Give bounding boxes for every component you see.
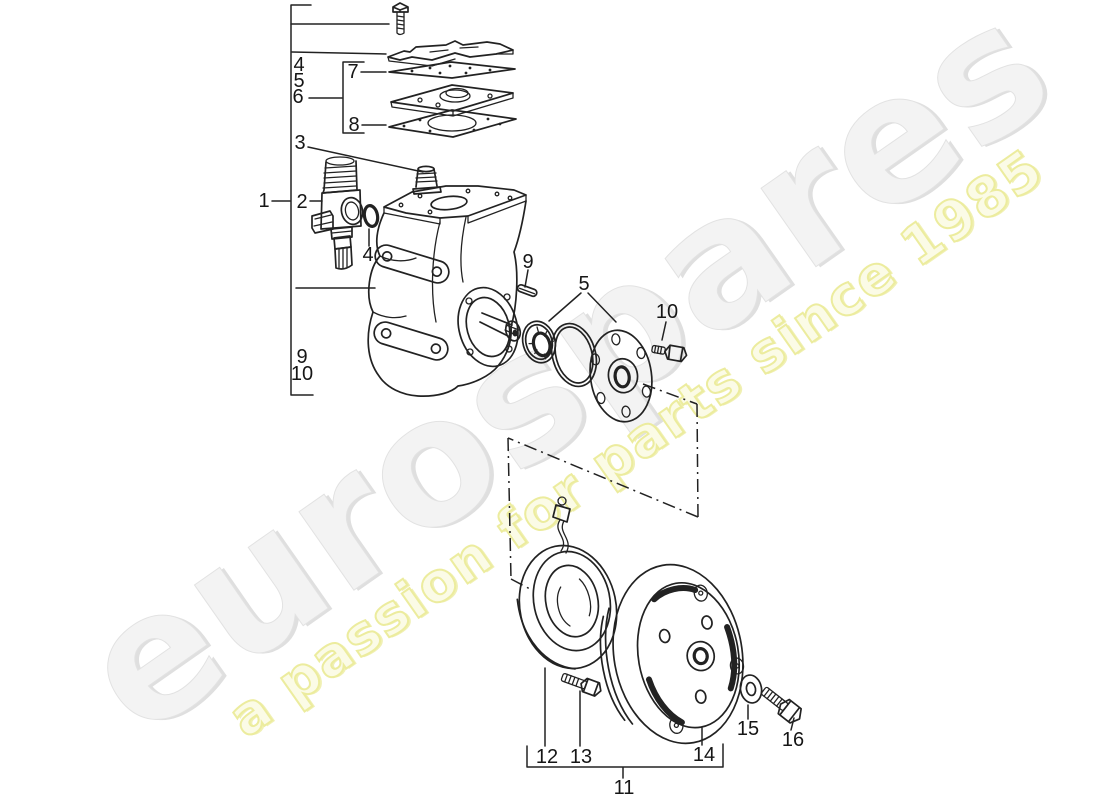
clutch-coil-drawing <box>516 496 618 670</box>
hub-bolt-drawing <box>651 344 688 363</box>
coil-bolt-drawing <box>560 672 602 697</box>
callout-8: 8 <box>348 114 360 136</box>
gasket-group-bracket <box>342 61 387 134</box>
callout-3: 3 <box>294 132 306 154</box>
head-bolt-drawing <box>392 2 409 36</box>
callout-6-list: 6 <box>292 86 304 108</box>
callout-2: 2 <box>296 191 308 213</box>
callout-9-key: 9 <box>522 251 534 273</box>
callout-11: 11 <box>613 777 635 799</box>
block-gasket-drawing <box>388 109 517 138</box>
leader-lines <box>307 146 795 747</box>
left-callout-bracket <box>271 4 390 396</box>
compressor-body-drawing <box>367 165 527 397</box>
hub-flange-drawing <box>589 329 653 423</box>
service-valve-drawing <box>311 156 364 270</box>
callout-5-list: 5 <box>293 70 305 92</box>
callout-10-bolt: 10 <box>655 301 679 323</box>
pulley-bolt-drawing <box>760 686 802 724</box>
pulley-drawing <box>599 563 745 745</box>
callout-9-list: 9 <box>296 346 308 368</box>
callout-14: 14 <box>692 744 716 766</box>
callout-7: 7 <box>347 61 359 83</box>
cylinder-head-cover-drawing <box>387 40 514 67</box>
callout-12: 12 <box>535 746 559 768</box>
callout-4-oring: 4 <box>362 244 374 266</box>
callout-15: 15 <box>736 718 760 740</box>
shaft-seal-drawing <box>521 320 557 364</box>
head-gasket-drawing <box>388 61 516 79</box>
callout-10-list: 10 <box>290 363 314 385</box>
washer-drawing <box>739 674 763 704</box>
valve-plate-drawing <box>390 84 514 117</box>
callout-13: 13 <box>569 746 593 768</box>
callout-16: 16 <box>781 729 805 751</box>
callout-1: 1 <box>258 190 270 212</box>
callout-4-list: 4 <box>293 54 305 76</box>
bottom-callout-bracket <box>526 743 724 779</box>
callout-5-oring: 5 <box>578 273 590 295</box>
shaft-key-drawing <box>516 283 538 298</box>
reference-plane-lines <box>507 383 699 591</box>
small-o-ring-drawing <box>362 203 380 229</box>
